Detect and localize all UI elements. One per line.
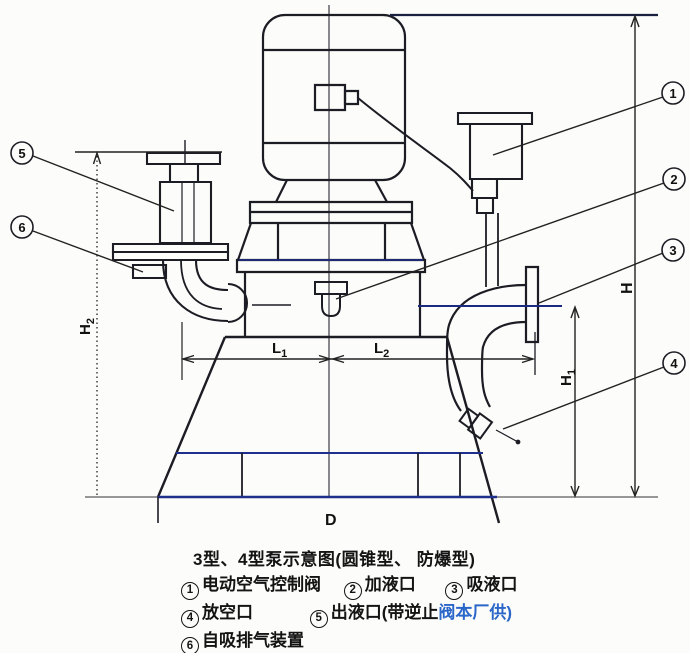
callout-number-4: 4 bbox=[670, 356, 678, 371]
motor bbox=[263, 15, 473, 202]
callout-number-3: 3 bbox=[669, 243, 676, 258]
leader-4 bbox=[503, 367, 664, 429]
dim-label-l1: L1 bbox=[272, 340, 287, 360]
leader-2 bbox=[336, 183, 664, 299]
leader-6 bbox=[33, 231, 143, 272]
motor-cable bbox=[358, 98, 473, 191]
tank-cone-base bbox=[158, 337, 499, 523]
callout-circle-4 bbox=[663, 352, 685, 374]
dim-label-l2: L2 bbox=[374, 340, 389, 360]
callout-number-1: 1 bbox=[669, 86, 676, 101]
legend-num-1: 1 bbox=[181, 581, 199, 600]
caption-title: 3型、4型泵示意图(圆锥型、 防爆型) bbox=[193, 550, 476, 569]
pump-bracket bbox=[237, 202, 425, 272]
pump-diagram-canvas: H H1 H2 L1 L2 D 1 2 3 4 5 6 bbox=[0, 0, 690, 529]
legend-num-6: 6 bbox=[181, 637, 199, 653]
callout-circle-1 bbox=[662, 82, 684, 104]
legend-num-3: 3 bbox=[445, 581, 464, 600]
drain-plug bbox=[458, 406, 519, 443]
leader-3 bbox=[539, 253, 663, 303]
callout-leaders bbox=[33, 97, 664, 429]
callout-markers: 1 2 3 4 5 6 bbox=[11, 82, 685, 374]
dimension-lines bbox=[75, 15, 658, 496]
legend-num-4: 4 bbox=[181, 609, 199, 628]
callout-number-6: 6 bbox=[18, 220, 25, 235]
leader-1 bbox=[493, 97, 663, 155]
callout-circle-6 bbox=[11, 216, 33, 238]
self-priming-vent-fitting bbox=[133, 265, 166, 278]
pump-casing bbox=[245, 272, 420, 337]
dim-label-d: D bbox=[325, 512, 337, 529]
pipe-end-cap bbox=[228, 284, 247, 322]
suction-pipe-assembly bbox=[418, 267, 562, 411]
suction-flange bbox=[526, 267, 538, 342]
leader-5 bbox=[33, 156, 174, 211]
air-control-valve bbox=[458, 113, 532, 287]
dim-label-h: H bbox=[619, 282, 636, 294]
legend-item-5-blue: 阀本厂供) bbox=[438, 602, 513, 622]
callout-circle-5 bbox=[11, 142, 33, 164]
outlet-valve-assembly bbox=[113, 140, 291, 322]
callout-number-2: 2 bbox=[670, 172, 677, 187]
legend-num-5: 5 bbox=[309, 609, 328, 628]
fill-port-plug bbox=[315, 282, 347, 316]
motor-junction-box bbox=[315, 85, 345, 110]
callout-number-5: 5 bbox=[18, 146, 25, 161]
dim-label-h2: H2 bbox=[77, 318, 97, 335]
legend-num-2: 2 bbox=[343, 581, 362, 600]
motor-feet bbox=[276, 180, 387, 202]
dim-label-h1: H1 bbox=[558, 369, 578, 386]
callout-circle-3 bbox=[662, 239, 684, 261]
callout-circle-2 bbox=[663, 168, 685, 190]
